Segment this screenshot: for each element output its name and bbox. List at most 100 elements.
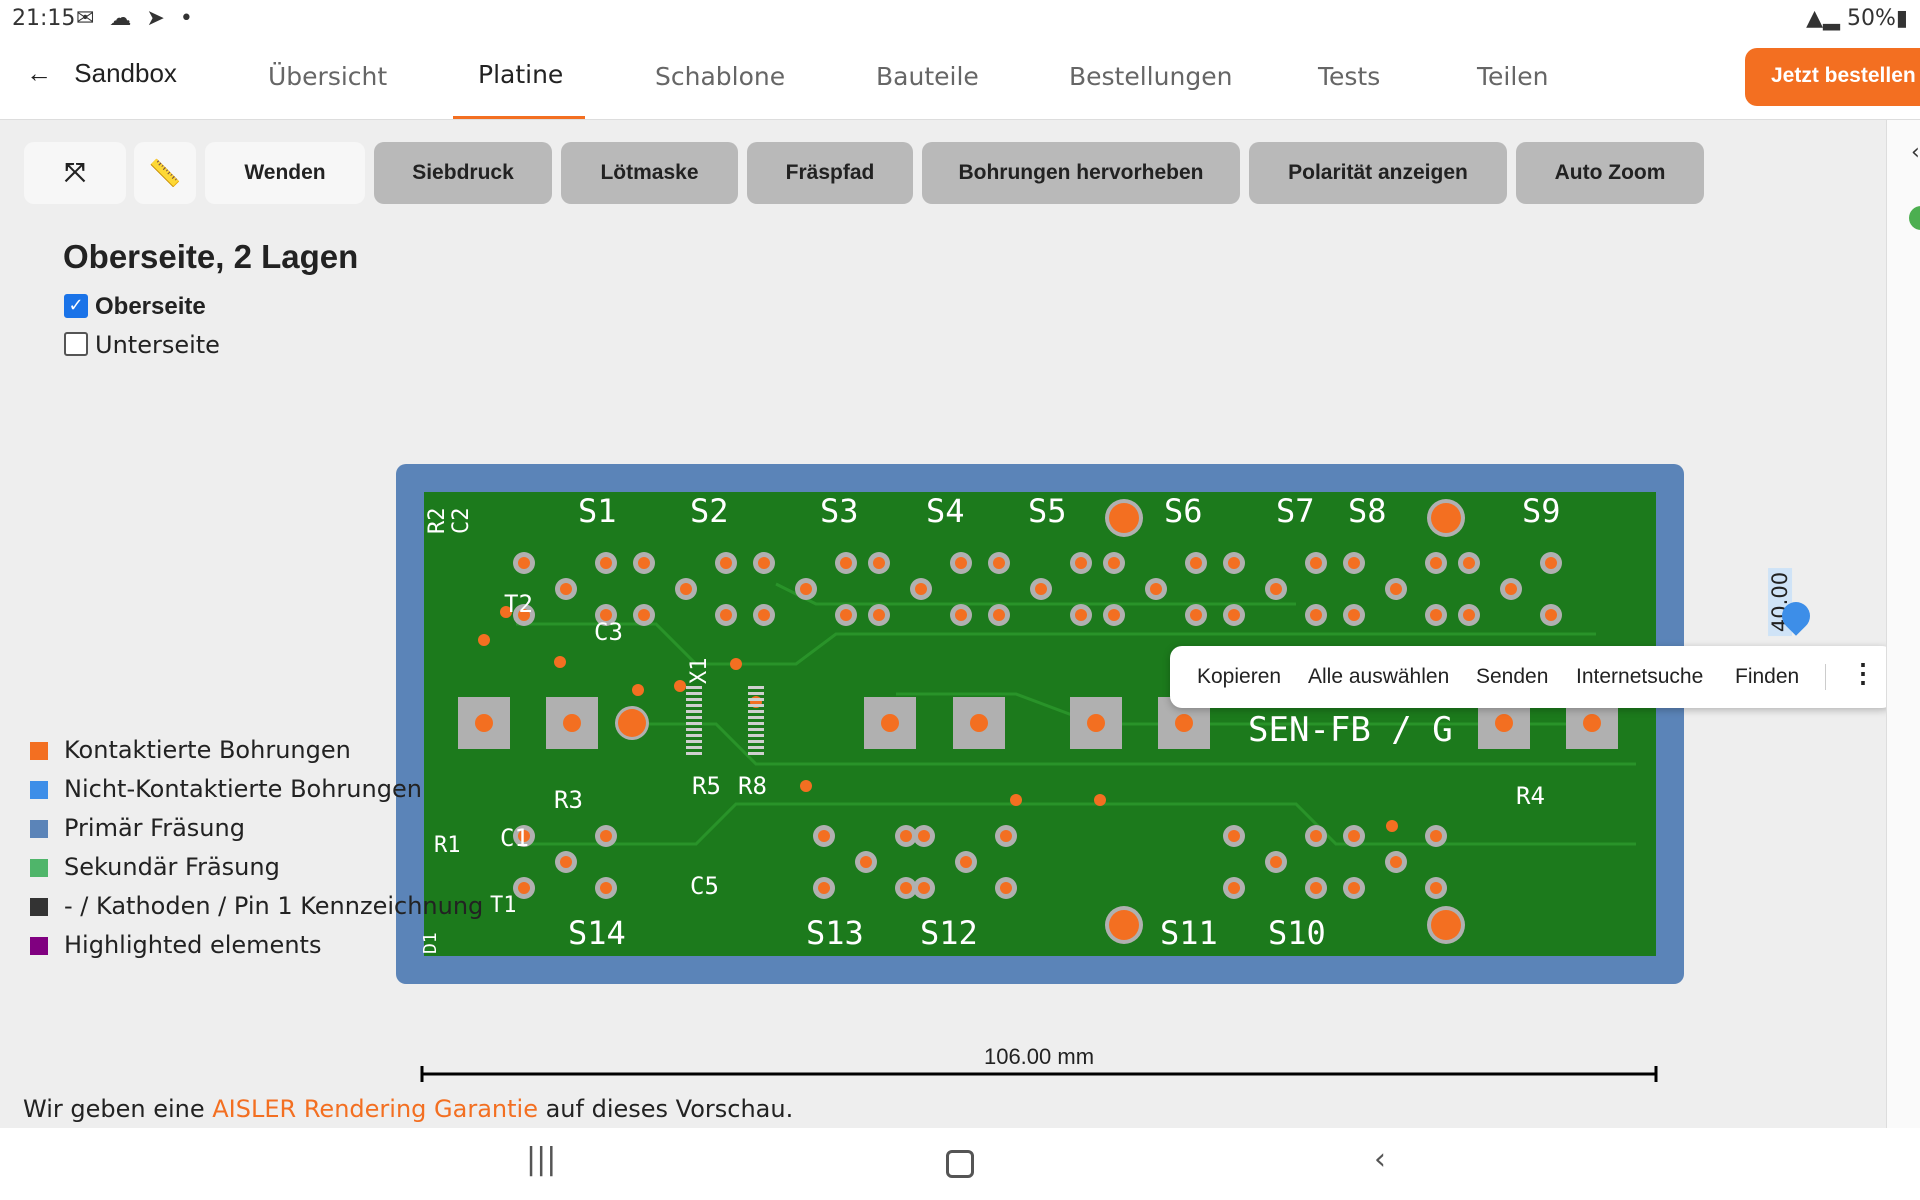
silkscreen-button[interactable]: Siebdruck [374,142,552,204]
highlight-drills-button[interactable]: Bohrungen hervorheben [922,142,1240,204]
soldermask-button[interactable]: Lötmaske [561,142,738,204]
pad [918,830,930,842]
pad [1075,609,1087,621]
ic-pin [686,740,702,743]
measure-button[interactable]: 📏 [134,142,196,204]
milling-path-button[interactable]: Fräspfad [747,142,913,204]
pad [518,609,530,621]
top-side-label: Oberseite [95,293,206,320]
pad [1390,856,1402,868]
guarantee-link[interactable]: AISLER Rendering Garantie [212,1095,538,1123]
more-options-icon[interactable]: ⋮ [1850,658,1876,688]
top-side-checkbox[interactable]: ✓ [64,294,88,318]
silk-label: D1 [420,932,441,954]
pad [955,609,967,621]
tab-schablone[interactable]: Schablone [655,62,786,91]
pad [1010,794,1022,806]
pad [818,830,830,842]
silk-label: S14 [568,914,626,952]
bottom-side-checkbox[interactable] [64,332,88,356]
pad [560,583,572,595]
silk-label: S4 [926,492,965,530]
silk-label: S3 [820,492,859,530]
pad [1431,910,1461,940]
flip-button[interactable]: Wenden [205,142,365,204]
pad [638,609,650,621]
pad [900,830,912,842]
pad [600,557,612,569]
legend-swatch [30,742,48,760]
silk-label: S10 [1268,914,1326,952]
tab-uebersicht[interactable]: Übersicht [268,62,388,91]
pad [1108,609,1120,621]
menu-find[interactable]: Finden [1735,665,1800,688]
footer-prefix: Wir geben eine [23,1095,205,1123]
order-now-button[interactable]: Jetzt bestellen [1745,48,1920,106]
ic-pin [748,740,764,743]
pad [1545,609,1557,621]
tab-bestellungen[interactable]: Bestellungen [1069,62,1233,91]
ic-pin [686,698,702,701]
pad [1431,503,1461,533]
menu-share[interactable]: Senden [1476,665,1549,688]
pad [1035,583,1047,595]
ic-pin [686,704,702,707]
pad [680,583,692,595]
home-icon[interactable] [946,1150,974,1178]
back-button[interactable]: ← Sandbox [26,58,177,89]
arrow-left-icon: ← [26,58,52,88]
pad [1228,609,1240,621]
ic-pin [686,734,702,737]
tab-tests[interactable]: Tests [1318,62,1381,91]
back-nav-icon[interactable]: ‹ [1374,1142,1386,1177]
main-content: ⤧ 📏 Wenden Siebdruck Lötmaske Fräspfad B… [0,120,1894,1128]
silk-label: C2 [449,508,474,535]
show-polarity-button[interactable]: Polarität anzeigen [1249,142,1507,204]
pad [1310,557,1322,569]
pad [638,557,650,569]
width-dimension [420,1066,1658,1082]
pad [554,656,566,668]
pad [1228,882,1240,894]
auto-zoom-button[interactable]: Auto Zoom [1516,142,1704,204]
silk-label: R3 [554,786,583,814]
silk-label: S6 [1164,492,1203,530]
pad [955,557,967,569]
silk-label: S9 [1522,492,1561,530]
pad [632,684,644,696]
legend-swatch [30,781,48,799]
pad [563,714,581,732]
tab-teilen[interactable]: Teilen [1477,62,1549,91]
silk-label: S12 [920,914,978,952]
legend-label: Sekundär Fräsung [64,853,280,881]
tab-bauteile[interactable]: Bauteile [876,62,979,91]
ic-pin [748,698,764,701]
width-label: 106.00 mm [984,1044,1094,1069]
tab-platine[interactable]: Platine [478,60,564,89]
recent-apps-icon[interactable]: ||| [526,1142,557,1177]
pad [918,882,930,894]
legend-label: Highlighted elements [64,931,322,959]
menu-web-search[interactable]: Internetsuche [1576,665,1704,688]
pad [720,557,732,569]
menu-select-all[interactable]: Alle auswählen [1308,665,1450,688]
pad [860,856,872,868]
pad [1175,714,1193,732]
ic-pin [686,752,702,755]
ic-pin [686,746,702,749]
silk-label: S5 [1028,492,1067,530]
pad [1583,714,1601,732]
chevron-left-icon[interactable]: ‹ [1911,140,1920,165]
menu-copy[interactable]: Kopieren [1197,665,1282,688]
pad [1390,583,1402,595]
bottom-side-label: Unterseite [95,331,220,359]
ic-pin [748,710,764,713]
side-panel-collapsed[interactable]: ‹ [1886,120,1920,1128]
fullscreen-button[interactable]: ⤧ [24,142,126,204]
silk-label: R2 [425,508,450,535]
pad [674,680,686,692]
ic-pin [748,746,764,749]
pad [1430,882,1442,894]
ic-pin [686,716,702,719]
